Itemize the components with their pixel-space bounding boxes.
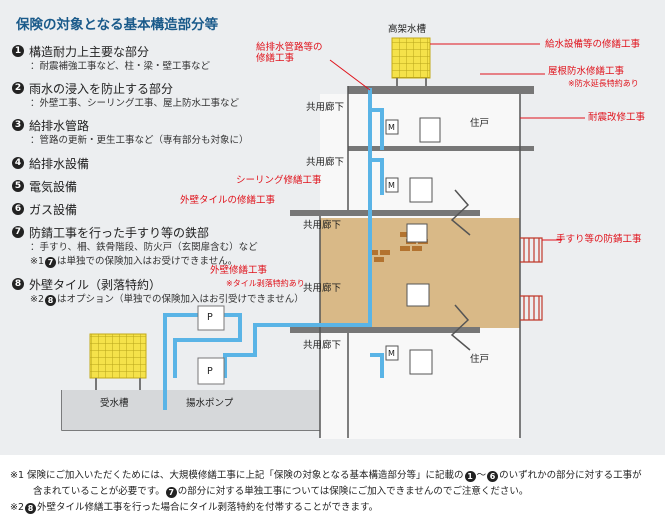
corridor-label-3f: 共用廊下	[306, 157, 345, 168]
receiving-tank	[89, 333, 147, 379]
corridor-label-gf: 共用廊下	[303, 340, 342, 351]
window-tile-2	[406, 283, 430, 307]
pump-1	[197, 305, 225, 331]
meter-2f	[385, 177, 399, 193]
pump-label: 揚水ポンプ	[186, 398, 234, 409]
roof-slab	[348, 86, 534, 94]
number-badge: 6	[487, 471, 499, 482]
item-heading: 構造耐力上主要な部分	[29, 44, 150, 59]
sealing-label: シーリング修繕工事	[236, 175, 322, 186]
number-badge: 2	[12, 82, 24, 94]
window-1f	[409, 349, 433, 375]
pipe-riser	[223, 88, 372, 378]
number-badge: 8	[45, 295, 57, 306]
pipe-main	[163, 313, 242, 410]
footnotes: ※1 保険にご加入いただくためには、大規模修繕工事に上記「保険の対象となる基本構…	[10, 468, 660, 516]
roof-waterproof-label: 屋根防水修繕工事	[548, 66, 625, 77]
number-badge: 3	[12, 119, 24, 131]
number-badge: 8	[25, 503, 37, 514]
list-item: 4 給排水設備	[12, 154, 312, 172]
window-tile-1	[406, 223, 428, 243]
number-badge: 7	[12, 226, 24, 238]
break-mark-top	[450, 189, 471, 236]
ground-base	[62, 390, 320, 430]
dwelling-label-1: 住戸	[470, 118, 490, 129]
item-heading: ガス設備	[29, 202, 78, 217]
number-badge: 5	[12, 180, 24, 192]
number-badge: 8	[12, 278, 24, 290]
item-heading: 電気設備	[29, 179, 78, 194]
corridor-label-1f: 共用廊下	[303, 283, 342, 294]
meter-3f	[385, 119, 399, 135]
item-description: ：管路の更新・更生工事など（専有部分も対象に）	[30, 135, 249, 146]
item-description: ：耐震補強工事など、柱・梁・壁工事など	[30, 61, 211, 72]
building-illustration	[61, 37, 585, 439]
page-title: 保険の対象となる基本構造部分等	[16, 17, 219, 33]
number-badge: 1	[464, 471, 476, 482]
item-list: 1 構造耐力上主要な部分 ：耐震補強工事など、柱・梁・壁工事など 2 雨水の浸入を防…	[12, 42, 312, 307]
wall-repair-label: 外壁修繕工事	[210, 265, 268, 276]
pump-mark-1: P	[207, 312, 213, 323]
item-heading: 雨水の浸入を防止する部分	[29, 81, 174, 96]
floor-slab-1	[290, 327, 480, 333]
item-description: ：手すり、柵、鉄骨階段、防火戸（玄関扉含む）など	[30, 242, 258, 253]
leader-drain	[329, 59, 371, 91]
floor-slab-3	[348, 146, 534, 151]
dwelling-label-2: 住戸	[470, 354, 490, 365]
floor-slab-2	[290, 210, 480, 216]
meter-1f	[385, 345, 399, 361]
list-item: 6 ガス設備	[12, 200, 312, 218]
number-badge: 1	[12, 45, 24, 57]
balcony-2	[520, 295, 543, 321]
list-item: 5 電気設備	[12, 177, 312, 195]
window-3f	[419, 117, 441, 143]
pump-2	[197, 357, 225, 385]
meter-mark-1f: M	[388, 349, 395, 358]
water-equipment-label: 給水設備等の修繕工事	[545, 39, 641, 50]
roof-waterproof-note: ※防水延長特約あり	[568, 79, 639, 88]
balcony-1	[520, 237, 543, 263]
receiving-tank-label: 受水槽	[100, 398, 129, 409]
item-description: ：外壁工事、シーリング工事、屋上防水工事など	[30, 98, 240, 109]
seismic-label: 耐震改修工事	[588, 112, 646, 123]
corridor-label-2f: 共用廊下	[303, 220, 342, 231]
item-heading: 外壁タイル（剥落特約）	[29, 277, 162, 292]
window-2f	[409, 177, 433, 203]
corridor-label-4f: 共用廊下	[306, 102, 345, 113]
list-item: 1 構造耐力上主要な部分 ：耐震補強工事など、柱・梁・壁工事など	[12, 42, 312, 74]
roof-tank	[391, 37, 431, 79]
number-badge: 4	[12, 157, 24, 169]
number-badge: 7	[45, 257, 57, 268]
handrail-label: 手すり等の防錆工事	[556, 234, 642, 245]
break-mark-bottom	[450, 304, 471, 351]
meter-mark-3f: M	[388, 123, 395, 132]
list-item: 7 防錆工事を行った手すり等の鉄部 ：手すり、柵、鉄骨階段、防火戸（玄関扉含む）な…	[12, 223, 312, 269]
wall-repair-note: ※タイル剥落特約あり	[226, 279, 305, 288]
footnote-1: ※1 保険にご加入いただくためには、大規模修繕工事に上記「保険の対象となる基本構…	[10, 470, 642, 482]
item-heading: 給排水設備	[29, 156, 90, 171]
tile-repair-label: 外壁タイルの修繕工事	[180, 195, 276, 206]
item-heading: 防錆工事を行った手すり等の鉄部	[29, 225, 210, 240]
number-badge: 6	[12, 203, 24, 215]
item-heading: 給排水管路	[29, 118, 90, 133]
drain-pipe-label: 給排水管路等の修繕工事	[256, 42, 323, 64]
list-item: 2 雨水の浸入を防止する部分 ：外壁工事、シーリング工事、屋上防水工事など	[12, 79, 312, 111]
number-badge: 7	[165, 487, 177, 498]
list-item: 3 給排水管路 ：管路の更新・更生工事など（専有部分も対象に）	[12, 116, 312, 148]
roof-tank-label: 高架水槽	[388, 24, 427, 35]
pipe-branch	[370, 108, 384, 378]
meter-mark-2f: M	[388, 181, 395, 190]
pump-mark-2: P	[207, 366, 213, 377]
